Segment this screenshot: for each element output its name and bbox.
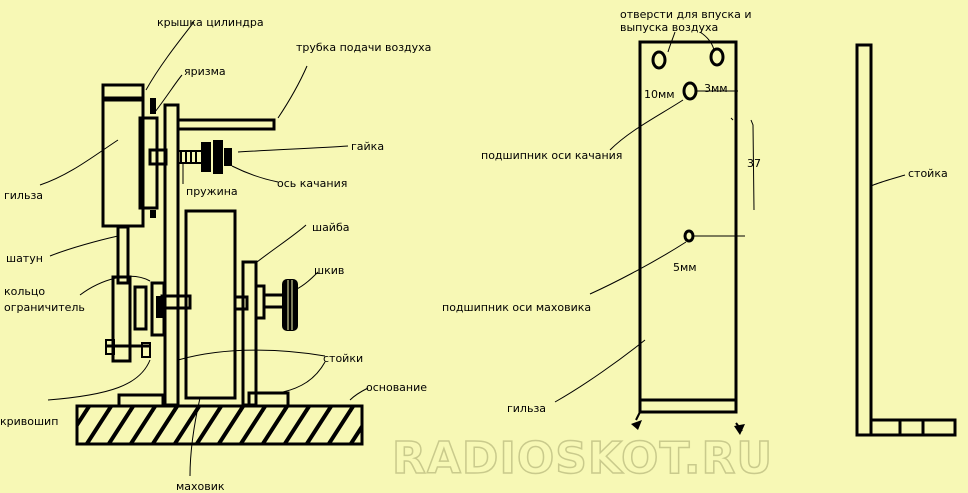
air-hole-inlet: [651, 50, 667, 70]
label-nut: гайка: [351, 140, 384, 153]
label-dim-37: 37: [747, 157, 761, 170]
label-dim-3mm: 3мм: [704, 82, 728, 95]
label-post: стойка: [908, 167, 948, 180]
base-block: [75, 404, 364, 446]
label-flywheel-bearing: подшипник оси маховика: [442, 301, 591, 314]
post-view: стойка: [855, 43, 957, 437]
label-cylinder-cap: крышка цилиндра: [157, 16, 264, 29]
post-left: [163, 103, 180, 407]
label-connecting-rod: шатун: [6, 252, 43, 265]
pivot-bearing-hole: [682, 81, 698, 101]
label-holes-line2: выпуска воздуха: [620, 21, 718, 34]
post-right: [241, 260, 258, 407]
air-tube: [176, 118, 276, 131]
post-foot: [869, 418, 957, 437]
label-sleeve: гильза: [4, 189, 43, 202]
label-limit-ring-2: ограничитель: [4, 301, 85, 314]
air-hole-outlet: [709, 47, 725, 67]
sleeve-plate: [638, 40, 738, 414]
sleeve-plate-view: отверсти для впуска и выпуска воздуха 10…: [442, 8, 761, 435]
label-spring: пружина: [186, 185, 238, 198]
label-sleeve-middle: гильза: [507, 402, 546, 415]
engine-side-view: крышка цилиндра яризма трубка подачи воз…: [0, 16, 431, 493]
connecting-rod: [116, 225, 130, 285]
label-pivot-bearing: подшипник оси качания: [481, 149, 622, 162]
label-pulley: шкив: [314, 264, 344, 277]
label-limit-ring-1: кольцо: [4, 285, 45, 298]
flywheel-bearing-hole: [683, 229, 695, 243]
nut-shape: [201, 142, 211, 172]
label-prism: яризма: [184, 65, 226, 78]
label-posts: стойки: [323, 352, 363, 365]
cylinder-cap-body: [101, 83, 145, 102]
flywheel-body: [184, 209, 237, 400]
label-dim-5mm: 5мм: [673, 261, 697, 274]
sleeve-body: [101, 96, 145, 228]
pulley-shape: [282, 279, 298, 331]
label-holes-line1: отверсти для впуска и: [620, 8, 751, 21]
post-upright: [855, 43, 873, 437]
label-base: основание: [366, 381, 427, 394]
label-air-tube: трубка подачи воздуха: [296, 41, 431, 54]
label-crank-pin: кривошип: [0, 415, 58, 428]
label-flywheel: маховик: [176, 480, 225, 493]
label-pivot-axis: ось качания: [277, 177, 347, 190]
watermark: RADIOSKOT.RU: [392, 433, 773, 484]
label-dim-10mm: 10мм: [644, 88, 675, 101]
label-washer: шайба: [312, 221, 349, 234]
